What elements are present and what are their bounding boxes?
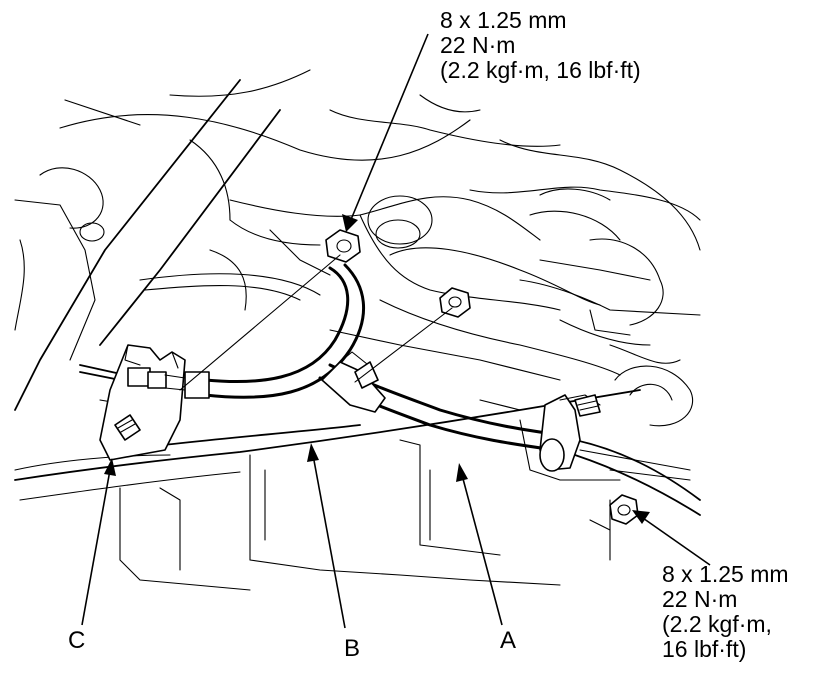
torque-spec-right-alt1: (2.2 kgf·m, — [662, 611, 772, 637]
cable-clamp-bracket — [539, 394, 601, 472]
arrow-torque-right — [632, 510, 711, 566]
arrow-callout-c — [81, 458, 116, 626]
callout-b-label: B — [344, 635, 361, 662]
torque-spec-right-size: 8 x 1.25 mm — [662, 561, 789, 587]
bolt-right — [609, 494, 639, 525]
torque-spec-top: 8 x 1.25 mm 22 N·m (2.2 kgf·m, 16 lbf·ft… — [440, 8, 641, 83]
torque-spec-right-alt2: 16 lbf·ft) — [662, 636, 747, 662]
callout-a-label: A — [500, 627, 517, 654]
bolt-upper — [325, 229, 361, 263]
arrow-callout-b — [307, 443, 346, 629]
cable-bracket-c — [99, 344, 210, 461]
torque-spec-top-nm: 22 N·m — [440, 32, 516, 58]
cable-guide — [321, 351, 386, 413]
torque-spec-right: 8 x 1.25 mm 22 N·m (2.2 kgf·m, 16 lbf·ft… — [662, 562, 789, 662]
callout-c-label: C — [68, 627, 86, 654]
arrow-torque-top — [342, 33, 429, 232]
torque-spec-right-nm: 22 N·m — [662, 586, 738, 612]
torque-spec-top-size: 8 x 1.25 mm — [440, 7, 567, 33]
vehicle-underbody — [14, 69, 701, 591]
bolt-middle — [439, 287, 471, 318]
arrow-callout-a — [456, 463, 503, 626]
torque-spec-top-alt: (2.2 kgf·m, 16 lbf·ft) — [440, 57, 641, 83]
